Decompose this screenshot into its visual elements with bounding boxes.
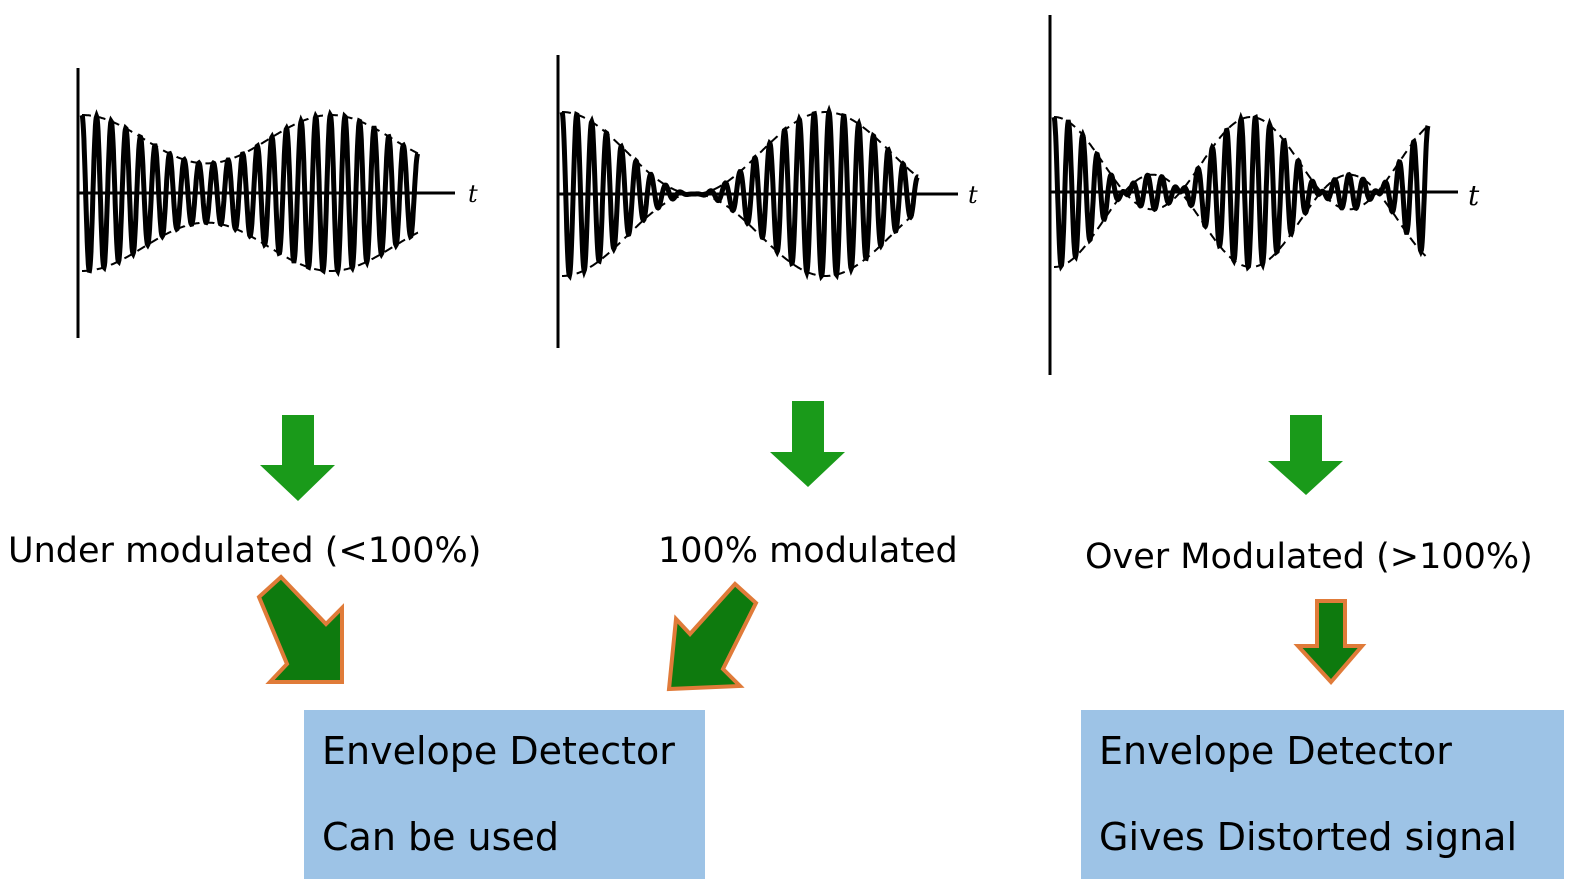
envelope-upper [82,114,419,165]
waveform-panel-full: t [556,55,978,348]
down-arrow-icon [770,401,845,487]
time-axis-label: t [468,180,478,208]
result-box-usable: Envelope Detector Can be used [304,710,705,879]
time-axis-label: t [1468,179,1480,212]
down-arrow-outlined-icon [1293,599,1367,686]
modulated-waveform [559,104,920,282]
caption-under-modulated: Under modulated (<100%) [8,531,482,571]
caption-over-modulated: Over Modulated (>100%) [1085,537,1533,577]
diagonal-arrow-right-icon [256,574,344,684]
modulated-waveform [1051,111,1431,272]
waveform-panel-under: t [76,68,478,338]
result-line-1: Envelope Detector [322,729,675,773]
time-axis-label: t [968,181,978,209]
down-arrow-icon [1268,415,1343,495]
caption-full-modulated: 100% modulated [658,531,958,571]
diagonal-arrow-left-icon [666,581,759,692]
modulated-waveform [79,108,421,277]
down-arrow-icon [260,415,335,501]
waveform-panel-over: t [1048,15,1480,375]
result-line-1: Envelope Detector [1099,729,1452,773]
envelope-upper [1054,116,1429,211]
result-box-distorted: Envelope Detector Gives Distorted signal [1081,710,1564,879]
envelope-lower [562,193,919,277]
result-line-2: Can be used [322,815,559,859]
result-line-2: Gives Distorted signal [1099,815,1518,859]
